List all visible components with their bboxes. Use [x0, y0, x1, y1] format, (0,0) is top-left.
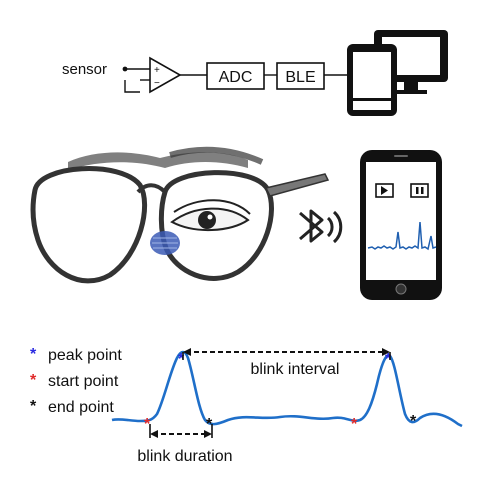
- phone-screen: [366, 162, 436, 280]
- ground-wire: [124, 80, 140, 93]
- legend-end-marker: *: [30, 398, 37, 415]
- ble-label: BLE: [285, 69, 315, 86]
- bluetooth-icon: [299, 209, 343, 244]
- phone-home-button[interactable]: [395, 283, 407, 295]
- amp-plus: +: [154, 65, 160, 76]
- end-marker-1: *: [206, 416, 213, 433]
- waveform-panel: * peak point * start point * end point *…: [30, 346, 463, 465]
- ble-block: [276, 62, 325, 90]
- signal-chain: sensor + − ADC BLE: [62, 30, 448, 116]
- blink-waveform: [111, 350, 463, 428]
- peak-marker-1: *: [178, 351, 185, 368]
- legend-peak-marker: *: [30, 346, 37, 363]
- blink-duration-label: blink duration: [137, 448, 232, 465]
- start-marker-2: *: [351, 416, 358, 433]
- blink-interval-annotation: blink interval: [182, 348, 391, 378]
- phone-trace: [367, 221, 437, 251]
- legend: * peak point * start point * end point: [30, 346, 122, 416]
- blink-interval-label: blink interval: [251, 361, 340, 378]
- phone-app: [360, 150, 442, 300]
- adc-label: ADC: [219, 69, 253, 86]
- sensor-label: sensor: [62, 61, 107, 78]
- adc-block: [206, 62, 265, 90]
- start-marker-1: *: [144, 416, 151, 433]
- monitor-icon: [374, 30, 448, 94]
- eye-glasses-illustration: [30, 146, 330, 284]
- end-marker-2: *: [410, 413, 417, 430]
- legend-end-label: end point: [48, 399, 114, 416]
- peak-marker-2: *: [385, 351, 392, 368]
- amp-minus: −: [154, 78, 160, 89]
- record-icon[interactable]: [375, 183, 394, 198]
- blink-duration-annotation: blink duration: [137, 424, 233, 465]
- phone-icon: [347, 44, 397, 116]
- pause-icon[interactable]: [410, 183, 429, 198]
- amplifier-symbol: [149, 56, 182, 94]
- legend-peak-label: peak point: [48, 347, 122, 364]
- legend-start-marker: *: [30, 372, 37, 389]
- legend-start-label: start point: [48, 373, 119, 390]
